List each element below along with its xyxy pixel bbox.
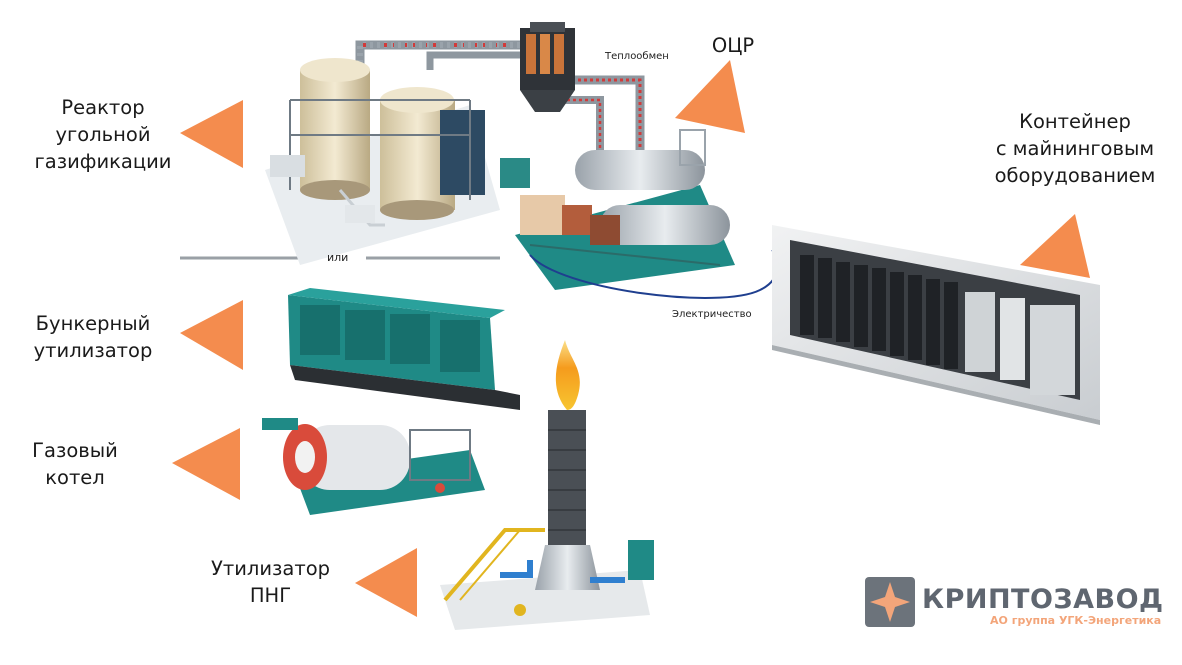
arrow-triangle-icon xyxy=(172,428,240,500)
arrow-triangle-icon xyxy=(675,60,745,133)
heat-exchanger xyxy=(520,22,575,112)
coal-gasification-reactor xyxy=(265,58,530,265)
annotation-electricity: Электричество xyxy=(672,309,752,320)
label-bunker-utilizer: Бункерный утилизатор xyxy=(33,312,153,362)
label-apg-utilizer: Утилизатор ПНГ xyxy=(210,557,331,607)
logo-subtitle: АО группа УГК-Энергетика xyxy=(990,614,1162,627)
logo-name: КРИПТОЗАВОД xyxy=(922,584,1164,615)
arrow-triangle-icon xyxy=(355,548,417,617)
orc-unit xyxy=(515,129,735,290)
flame-icon xyxy=(555,340,580,410)
logo-star-icon xyxy=(870,582,910,622)
label-mining-container: Контейнер с майнинговым оборудованием xyxy=(994,110,1156,187)
arrow-triangle-icon xyxy=(1020,214,1090,278)
gas-boiler xyxy=(262,418,485,515)
bunker-utilizer xyxy=(288,288,520,410)
mining-container xyxy=(772,225,1100,425)
arrows xyxy=(172,60,1090,617)
apg-flare-utilizer xyxy=(440,340,654,630)
label-reactor: Реактор угольной газификации xyxy=(34,96,172,173)
arrow-triangle-icon xyxy=(180,300,243,370)
logo-mark xyxy=(865,577,915,627)
arrow-triangle-icon xyxy=(180,100,243,168)
label-gas-boiler: Газовый котел xyxy=(32,439,118,489)
annotation-heat-exchange: Теплообмен xyxy=(605,51,669,62)
label-orc: ОЦР xyxy=(711,34,755,57)
annotation-or: или xyxy=(327,251,349,264)
